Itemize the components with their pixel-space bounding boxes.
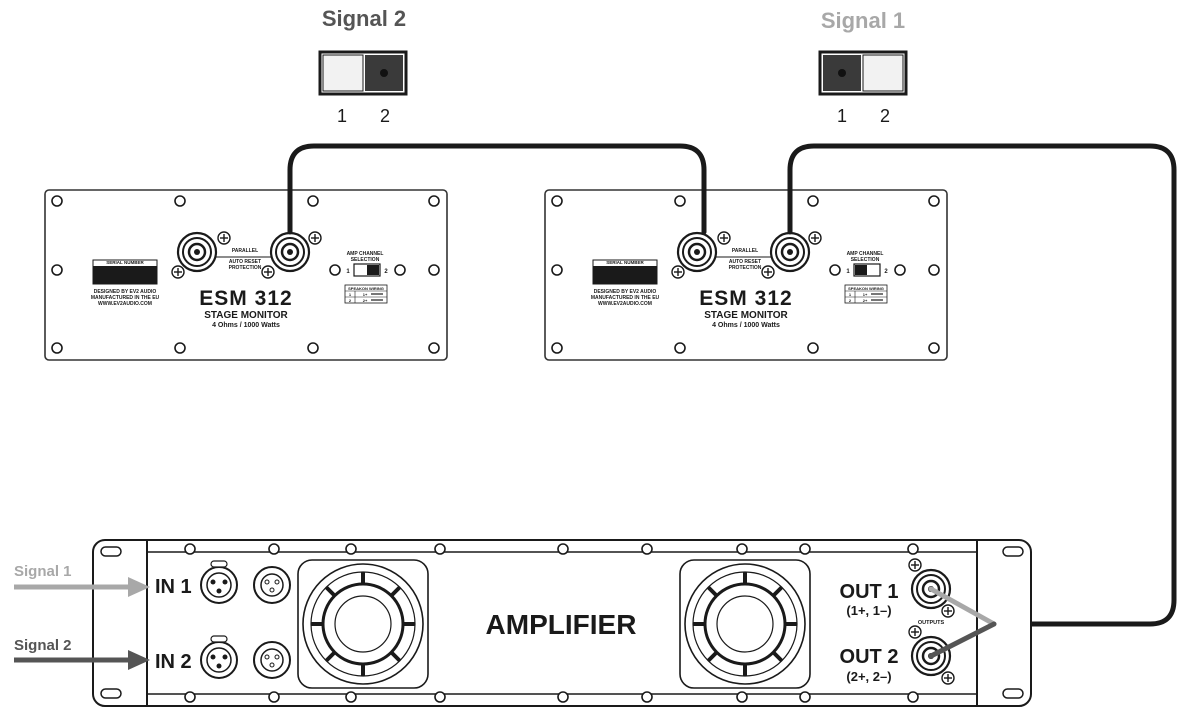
monitor2-auto-reset: AUTO RESET: [729, 259, 761, 265]
signal1-input-arrow: Signal 1: [14, 563, 150, 597]
amp-out2-label: OUT 2: [840, 646, 899, 668]
output-leads: [928, 586, 997, 659]
monitor2-spec: 4 Ohms / 1000 Watts: [712, 322, 780, 329]
monitor2-selection: SELECTION: [851, 257, 880, 263]
lead-out2: [928, 621, 997, 659]
monitor1-auto-reset: AUTO RESET: [229, 259, 261, 265]
monitor2-wiring-r1c2: 1+: [863, 292, 868, 297]
monitor2-serial-label: SERIAL NUMBER: [606, 260, 644, 265]
signal1-switch-pos2: [862, 54, 904, 92]
monitor1-speakon-a: [176, 231, 218, 273]
monitor2-sel-2: 2: [884, 269, 888, 275]
amp-out1-label: OUT 1: [840, 581, 899, 603]
monitor1-wiring-r1c2: 1+: [363, 292, 368, 297]
monitor1-designed: DESIGNED BY EV2 AUDIO: [94, 289, 157, 295]
monitor-panel-1: SERIAL NUMBER DESIGNED BY EV2 AUDIO MANU…: [44, 189, 448, 361]
signal2-switch-pos1: [322, 54, 364, 92]
signal1-input-label: Signal 1: [14, 563, 72, 580]
amp-out1-pins: (1+, 1–): [846, 603, 891, 618]
monitor2-speakon-a: [676, 231, 718, 273]
monitor1-wiring-title: SPEAKON WIRING: [348, 286, 384, 291]
amplifier: IN 1 IN 2: [92, 539, 1032, 707]
monitor2-protection: PROTECTION: [729, 265, 762, 271]
monitor1-parallel: PARALLEL: [232, 248, 258, 254]
monitor1-amp-channel: AMP CHANNEL: [347, 251, 384, 257]
monitor2-parallel: PARALLEL: [732, 248, 758, 254]
monitor1-sel-1: 1: [346, 269, 350, 275]
fan-right: [679, 559, 811, 689]
monitor1-wiring-r2c2: 2+: [363, 298, 368, 303]
signal1-switch: Signal 1 1 2: [818, 8, 908, 126]
cable-monitor2-to-amp: [787, 143, 1177, 627]
monitor1-wiring-r1c1: 1: [349, 292, 352, 297]
speaker-cables: [287, 143, 1177, 627]
monitor1-manufactured: MANUFACTURED IN THE EU: [91, 295, 160, 301]
amp-name: AMPLIFIER: [486, 609, 637, 640]
monitor-panel-2: SERIAL NUMBER DESIGNED BY EV2 AUDIO MANU…: [544, 189, 948, 361]
monitor2-speakon-b: [769, 231, 811, 273]
lead-out1: [928, 586, 997, 627]
signal1-switch-label-1: 1: [837, 106, 847, 126]
monitor1-wiring-r2c1: 2: [349, 298, 352, 303]
monitor2-sel-1: 1: [846, 269, 850, 275]
signal2-switch-label-2: 2: [380, 106, 390, 126]
monitor1-website: WWW.EV2AUDIO.COM: [98, 301, 152, 307]
monitor2-wiring-title: SPEAKON WIRING: [848, 286, 884, 291]
signal2-switch: Signal 2 1 2: [318, 6, 408, 126]
amp-in1-label: IN 1: [155, 576, 192, 598]
amp-in2-label: IN 2: [155, 651, 192, 673]
monitor1-model: ESM 312: [199, 287, 292, 310]
monitor1-selection: SELECTION: [351, 257, 380, 263]
xlr-in1-female: [200, 560, 238, 604]
monitor2-wiring-r2c2: 2+: [863, 298, 868, 303]
monitor2-website: WWW.EV2AUDIO.COM: [598, 301, 652, 307]
signal2-switch-title: Signal 2: [322, 6, 406, 31]
signal2-input-label: Signal 2: [14, 637, 72, 654]
monitor1-serial-label: SERIAL NUMBER: [106, 260, 144, 265]
monitor1-speakon-b: [269, 231, 311, 273]
signal2-input-arrow: Signal 2: [14, 637, 150, 670]
monitor2-manufactured: MANUFACTURED IN THE EU: [591, 295, 660, 301]
xlr-in2-female: [200, 635, 238, 679]
monitor1-subtitle: STAGE MONITOR: [204, 310, 288, 321]
xlr-in1-male: [253, 566, 291, 604]
signal1-switch-title: Signal 1: [821, 8, 905, 33]
xlr-in2-male: [253, 641, 291, 679]
monitor1-spec: 4 Ohms / 1000 Watts: [212, 322, 280, 329]
monitor2-designed: DESIGNED BY EV2 AUDIO: [594, 289, 657, 295]
cable-monitor1-to-monitor2: [287, 143, 707, 235]
signal2-switch-label-1: 1: [337, 106, 347, 126]
monitor1-sel-2: 2: [384, 269, 388, 275]
monitor2-subtitle: STAGE MONITOR: [704, 310, 788, 321]
fan-left: [297, 559, 429, 689]
monitor1-protection: PROTECTION: [229, 265, 262, 271]
monitor2-model: ESM 312: [699, 287, 792, 310]
monitor2-wiring-r2c1: 2: [849, 298, 852, 303]
monitor2-wiring-r1c1: 1: [849, 292, 852, 297]
amp-outputs-label: OUTPUTS: [918, 620, 945, 626]
monitor2-amp-channel: AMP CHANNEL: [847, 251, 884, 257]
signal1-switch-label-2: 2: [880, 106, 890, 126]
amp-out2-pins: (2+, 2–): [846, 669, 891, 684]
